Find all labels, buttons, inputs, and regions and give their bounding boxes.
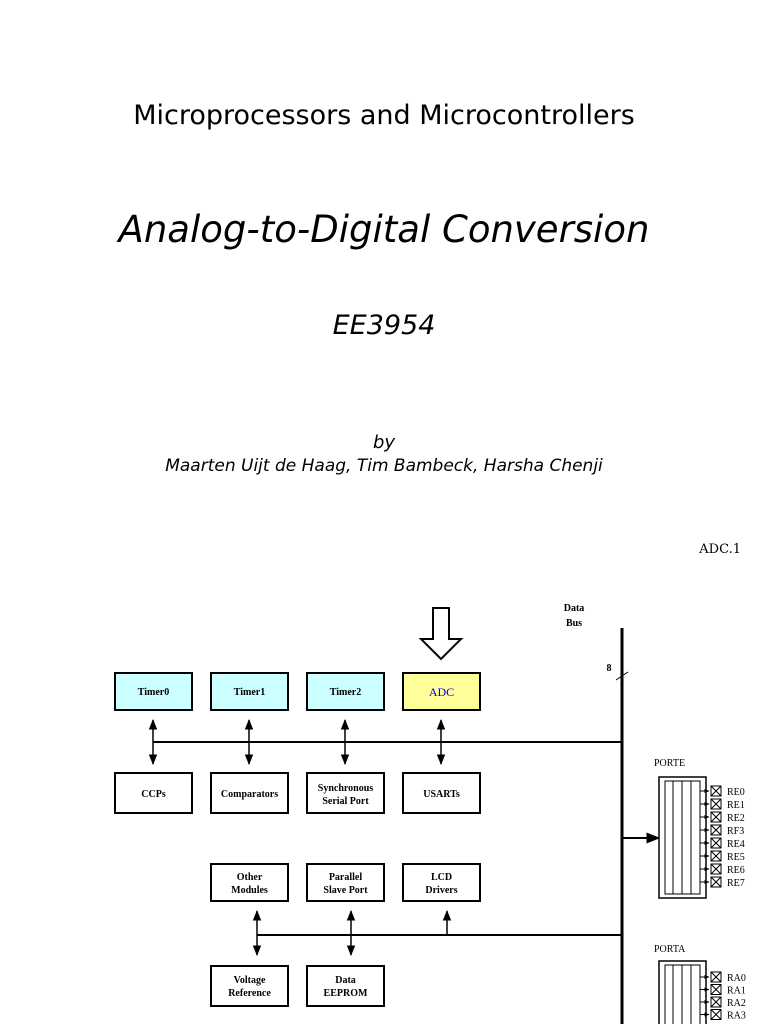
pin-label: RE1	[727, 800, 745, 811]
port-pin: RE5	[700, 850, 745, 863]
pin-label: RA2	[727, 998, 746, 1009]
pic-block-diagram: Data Bus 8 Timer0 Timer1 Timer2 ADC CCPs…	[114, 603, 746, 1024]
port-pin: RE2	[700, 811, 745, 824]
comparators-label: Comparators	[221, 789, 278, 800]
port-pin: RE6	[700, 863, 745, 876]
psp-label-line2: Slave Port	[323, 885, 368, 896]
timer2-label: Timer2	[330, 687, 361, 698]
parallel-slave-port-block: Parallel Slave Port	[306, 863, 385, 902]
usarts-block: USARTs	[402, 772, 481, 814]
lecture-title: Analog-to-Digital Conversion	[118, 208, 650, 251]
porta-label: PORTA	[654, 944, 686, 955]
data-bus: Data Bus 8	[564, 603, 629, 1024]
pin-label: RE2	[727, 813, 745, 824]
pin-label: RF3	[727, 826, 744, 837]
psp-label-line1: Parallel	[329, 872, 363, 883]
other-modules-block: Other Modules	[210, 863, 289, 902]
port-pin: RA1	[700, 984, 746, 997]
data-bus-label-line2: Bus	[566, 618, 582, 629]
pin-label: RA0	[727, 973, 746, 984]
port-pin: RA3	[700, 1009, 746, 1022]
eeprom-label-line2: EEPROM	[324, 988, 368, 999]
vref-label-line1: Voltage	[234, 975, 266, 986]
authors: Maarten Uijt de Haag, Tim Bambeck, Harsh…	[165, 456, 603, 476]
port-pin: RE7	[700, 876, 745, 889]
analog-input-arrow-icon	[418, 607, 464, 661]
eeprom-label-line1: Data	[335, 975, 356, 986]
adc-label: ADC	[429, 685, 454, 699]
course-code: EE3954	[332, 310, 436, 341]
pin-label: RE6	[727, 865, 745, 876]
voltage-reference-block: Voltage Reference	[210, 965, 289, 1007]
port-pin: RE0	[700, 785, 745, 798]
synchronous-serial-port-block: Synchronous Serial Port	[306, 772, 385, 814]
timer1-block: Timer1	[210, 672, 289, 711]
other-modules-label-line1: Other	[237, 872, 263, 883]
other-modules-label-line2: Modules	[231, 885, 268, 896]
port-pin: RE4	[700, 837, 745, 850]
vref-label-line2: Reference	[228, 988, 271, 999]
timer0-label: Timer0	[138, 687, 169, 698]
by-label: by	[372, 432, 396, 453]
pin-label: RE0	[727, 787, 745, 798]
pin-label: RE4	[727, 839, 745, 850]
ssp-label-line2: Serial Port	[322, 796, 369, 807]
ccps-label: CCPs	[141, 789, 166, 800]
adc-block: ADC	[402, 672, 481, 711]
comparators-block: Comparators	[210, 772, 289, 814]
pin-label: RA3	[727, 1011, 746, 1022]
usarts-label: USARTs	[423, 789, 460, 800]
data-eeprom-block: Data EEPROM	[306, 965, 385, 1007]
lcd-label-line1: LCD	[431, 872, 452, 883]
port-pin: RA2	[700, 996, 746, 1009]
pin-label: RE5	[727, 852, 745, 863]
timer1-label: Timer1	[234, 687, 265, 698]
lcd-label-line2: Drivers	[425, 885, 457, 896]
slide-number: ADC.1	[699, 542, 741, 557]
port-pin: RF3	[700, 824, 744, 837]
timer2-block: Timer2	[306, 672, 385, 711]
timer0-block: Timer0	[114, 672, 193, 711]
ccps-block: CCPs	[114, 772, 193, 814]
bus-width-label: 8	[607, 663, 612, 674]
data-bus-label-line1: Data	[564, 603, 585, 614]
pin-label: RE7	[727, 878, 745, 889]
bus-width-slash	[615, 671, 629, 681]
porte-label: PORTE	[654, 758, 685, 769]
course-title: Microprocessors and Microcontrollers	[133, 100, 635, 131]
pin-label: RA1	[727, 986, 746, 997]
port-pin: RE1	[700, 798, 745, 811]
port-pin: RA0	[700, 971, 746, 984]
ssp-label-line1: Synchronous	[318, 783, 374, 794]
lcd-drivers-block: LCD Drivers	[402, 863, 481, 902]
